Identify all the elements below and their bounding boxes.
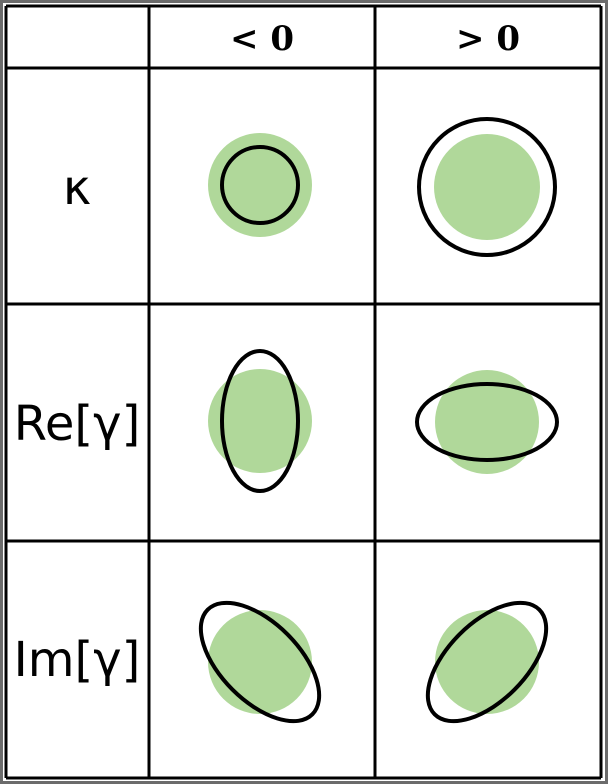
unlensed-source-disc (435, 610, 539, 714)
lensed-image-outline (425, 600, 549, 724)
lensed-image-outline (198, 600, 322, 724)
unlensed-source-disc (435, 370, 539, 474)
column-header-negative: < 0 (230, 19, 294, 59)
row-label-im-gamma: Im[γ] (14, 632, 141, 688)
row-label-re-gamma: Re[γ] (14, 396, 141, 452)
cell-re-gamma-negative (208, 349, 312, 493)
unlensed-source-disc (208, 369, 312, 473)
row-label-kappa: κ (63, 160, 91, 216)
unlensed-source-disc (434, 134, 540, 240)
cell-im-gamma-positive (425, 600, 549, 724)
cell-re-gamma-positive (415, 370, 559, 474)
lensed-image-outline (220, 145, 300, 225)
lensed-image-outline (415, 382, 559, 462)
unlensed-source-disc (208, 610, 312, 714)
cell-kappa-positive (417, 117, 557, 257)
lensed-image-outline (417, 117, 557, 257)
column-header-positive: > 0 (456, 19, 520, 59)
lensed-image-outline (220, 349, 300, 493)
cell-im-gamma-negative (198, 600, 322, 724)
table-grid (4, 4, 603, 780)
cell-kappa-negative (208, 133, 312, 237)
